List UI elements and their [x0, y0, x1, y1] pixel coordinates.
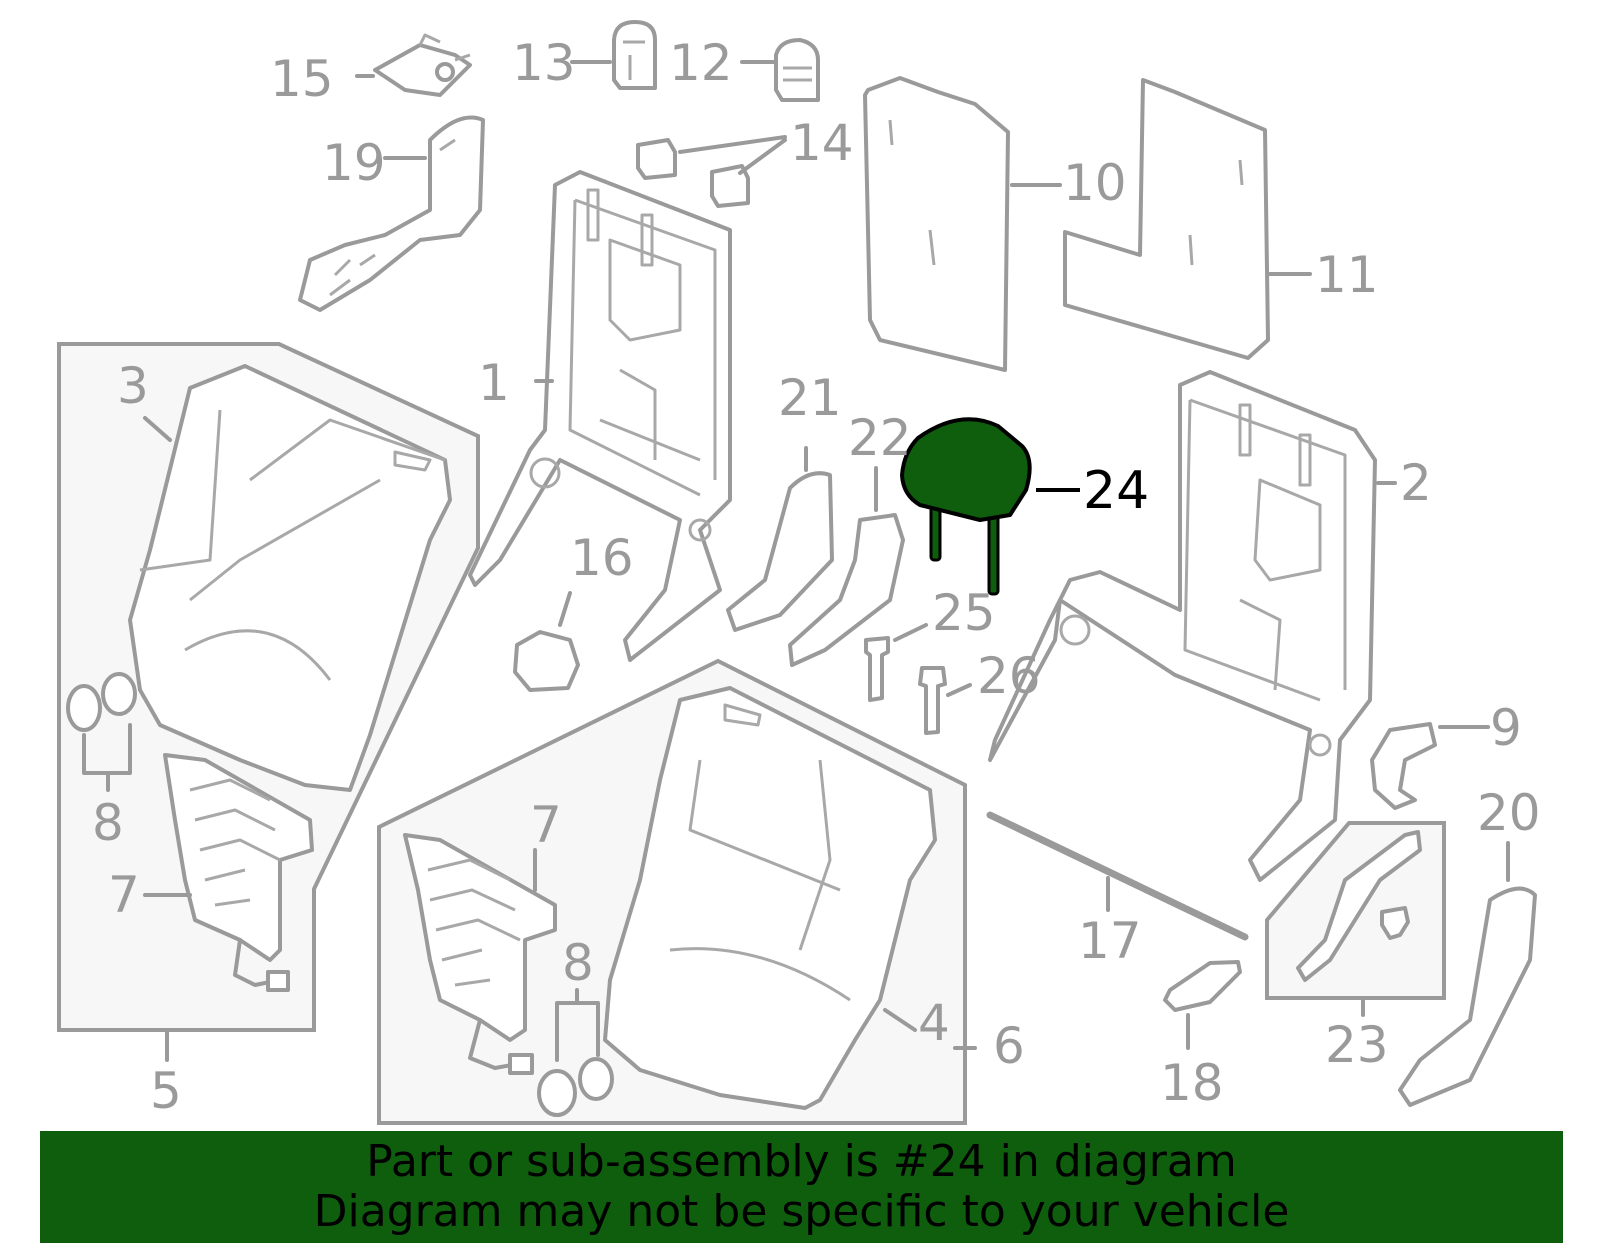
part-13[interactable] — [612, 20, 657, 90]
part-17[interactable] — [986, 811, 1249, 941]
part-11[interactable] — [1063, 78, 1270, 360]
callout-13: 13 — [512, 34, 576, 92]
callout-6: 6 — [993, 1017, 1025, 1075]
banner-line-1: Part or sub-assembly is #24 in diagram — [366, 1136, 1237, 1187]
part-23-clip[interactable] — [1380, 906, 1410, 940]
callout-14: 14 — [790, 114, 854, 172]
callout-8-right: 8 — [562, 934, 594, 992]
part-7-left[interactable] — [163, 753, 314, 992]
callout-7-right: 7 — [530, 796, 562, 854]
part-2[interactable] — [988, 370, 1377, 882]
callout-9: 9 — [1490, 699, 1522, 757]
part-3[interactable] — [128, 364, 452, 792]
part-16[interactable] — [513, 630, 580, 692]
callout-1: 1 — [478, 354, 510, 412]
callout-8-left: 8 — [92, 794, 124, 852]
callout-17: 17 — [1078, 912, 1142, 970]
part-8-right-b[interactable] — [578, 1057, 614, 1101]
callout-5: 5 — [150, 1062, 182, 1120]
part-19[interactable] — [298, 115, 485, 312]
callout-22: 22 — [848, 409, 912, 467]
callout-26: 26 — [977, 647, 1041, 705]
callout-24: 24 — [1083, 461, 1149, 521]
part-4[interactable] — [603, 686, 937, 1110]
part-18[interactable] — [1163, 960, 1242, 1012]
part-8-left-b[interactable] — [101, 672, 137, 716]
part-12[interactable] — [774, 38, 820, 102]
callout-2: 2 — [1400, 454, 1432, 512]
callout-20: 20 — [1477, 784, 1541, 842]
part-14-clip-a[interactable] — [636, 138, 677, 180]
part-8-left-a[interactable] — [66, 684, 102, 732]
part-21[interactable] — [726, 471, 834, 632]
callout-21: 21 — [778, 369, 842, 427]
part-14-clip-b[interactable] — [710, 164, 750, 208]
part-8-right-a[interactable] — [537, 1069, 577, 1117]
callout-11: 11 — [1315, 246, 1379, 304]
leader-lines — [82, 60, 1510, 1062]
callout-12: 12 — [669, 34, 733, 92]
part-10[interactable] — [863, 76, 1010, 372]
callout-23: 23 — [1325, 1016, 1389, 1074]
callout-15: 15 — [270, 50, 334, 108]
part-20[interactable] — [1398, 886, 1537, 1107]
part-24-headrest[interactable] — [900, 417, 1032, 596]
part-7-right[interactable] — [403, 833, 557, 1075]
callout-16: 16 — [570, 529, 634, 587]
callout-19: 19 — [322, 134, 386, 192]
part-9[interactable] — [1370, 722, 1437, 810]
part-25[interactable] — [864, 636, 890, 702]
callout-18: 18 — [1160, 1054, 1224, 1112]
part-26[interactable] — [918, 666, 947, 735]
callout-25: 25 — [932, 584, 996, 642]
part-23-bracket[interactable] — [1296, 830, 1422, 982]
callout-3: 3 — [117, 357, 149, 415]
callout-4: 4 — [918, 994, 950, 1052]
callout-10: 10 — [1063, 154, 1127, 212]
banner-line-2: Diagram may not be specific to your vehi… — [313, 1186, 1290, 1237]
info-banner: Part or sub-assembly is #24 in diagram D… — [40, 1131, 1563, 1243]
part-15[interactable] — [373, 33, 472, 97]
part-1[interactable] — [468, 170, 732, 662]
part-22[interactable] — [788, 513, 905, 667]
callout-7-left: 7 — [108, 866, 140, 924]
